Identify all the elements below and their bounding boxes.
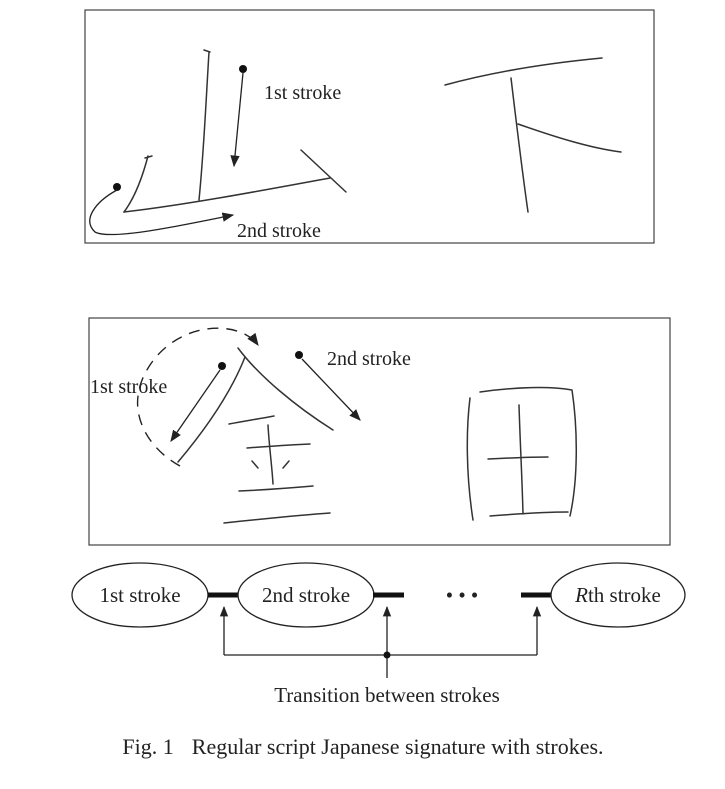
top-label-1st-stroke: 1st stroke <box>264 82 341 104</box>
top-panel-frame <box>84 9 655 244</box>
top-stroke1-arrow <box>230 72 244 168</box>
middle-label-2nd-stroke: 2nd stroke <box>327 348 411 370</box>
middle-label-1st-stroke: 1st stroke <box>90 376 167 398</box>
node-rth-variable: R <box>574 583 588 607</box>
stroke-sequence-diagram: 1st stroke 2nd stroke • • • Rth stroke T… <box>71 562 686 707</box>
top-stroke2-start-dot <box>113 183 121 191</box>
middle-stroke1-arrow <box>170 369 221 442</box>
transition-junction-dot <box>383 651 391 659</box>
top-stroke1-start-dot <box>239 65 247 73</box>
middle-stroke1-start-dot <box>218 362 226 370</box>
node-rth-stroke <box>550 562 686 628</box>
middle-stroke2-arrow <box>301 358 361 421</box>
node-2nd-stroke-label: 2nd stroke <box>262 583 350 607</box>
node-rth-suffix: th stroke <box>588 583 661 607</box>
bottom-panel-frame <box>88 317 671 546</box>
top-stroke2-arrow <box>89 189 235 236</box>
transition-label: Transition between strokes <box>274 683 500 707</box>
node-rth-stroke-label: Rth stroke <box>574 583 661 607</box>
middle-transition-dashed-path <box>137 327 259 467</box>
figure-number: Fig. 1 <box>122 734 173 759</box>
kanji-kane-strokes <box>177 347 334 524</box>
bottom-signature-panel: 1st stroke 2nd stroke <box>88 317 671 546</box>
figure-caption: Fig. 1 Regular script Japanese signature … <box>122 734 603 759</box>
kanji-ta-strokes <box>466 386 577 521</box>
kanji-yama-strokes <box>123 49 347 213</box>
top-label-2nd-stroke: 2nd stroke <box>237 220 321 242</box>
figure-caption-text: Regular script Japanese signature with s… <box>192 734 604 759</box>
transition-bracket <box>219 605 542 678</box>
node-1st-stroke-label: 1st stroke <box>99 583 180 607</box>
ellipsis-dots: • • • <box>446 583 479 607</box>
kanji-shita-strokes <box>444 57 622 213</box>
middle-stroke2-start-dot <box>295 351 303 359</box>
top-signature-panel: 1st stroke 2nd stroke <box>84 9 655 244</box>
